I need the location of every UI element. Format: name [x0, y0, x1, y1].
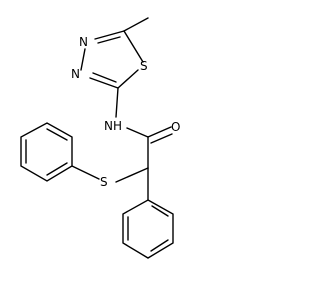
bond-c5-n4-second: [97, 36, 121, 44]
bond-ch-s: [115, 167, 149, 183]
bond-methyl: [123, 17, 149, 32]
phenyl-ring-bottom: [122, 199, 174, 259]
thiadiazole-ring: [80, 17, 149, 89]
bond-n3-c2-second: [92, 72, 117, 83]
bond-carbonyl-o: [147, 126, 172, 138]
atom-s-ring: S: [140, 59, 148, 73]
phenyl-bottom-outline: [122, 199, 174, 259]
bond-s1-c5: [123, 30, 144, 63]
phenyl-bottom-double-1: [151, 205, 169, 217]
bond-c2-nh: [115, 87, 119, 118]
atom-nh: NH: [104, 119, 122, 133]
amide-linker: [115, 87, 173, 201]
bond-n4-n3: [80, 48, 86, 71]
phenyl-ring-thio: [20, 122, 100, 182]
bond-carbonyl-o-second: [150, 133, 173, 144]
phenyl-left-outline: [20, 122, 73, 182]
bond-c5-n4: [94, 30, 125, 40]
bond-c2-s1: [117, 69, 139, 89]
atom-n-ring-left: N: [71, 67, 80, 81]
atom-n-ring-top: N: [79, 35, 88, 49]
bond-n3-c2: [89, 77, 119, 89]
phenyl-bottom-double-2: [150, 239, 169, 252]
bond-nh-carbonyl: [126, 127, 149, 138]
bond-s-phenyl-left: [71, 165, 100, 180]
atom-s-thioether: S: [100, 175, 108, 189]
atom-o-carbonyl: O: [171, 120, 180, 134]
phenyl-left-double-3: [46, 162, 68, 176]
phenyl-left-double-1: [46, 128, 68, 141]
molecule-structure: N N S NH O S: [20, 17, 180, 259]
